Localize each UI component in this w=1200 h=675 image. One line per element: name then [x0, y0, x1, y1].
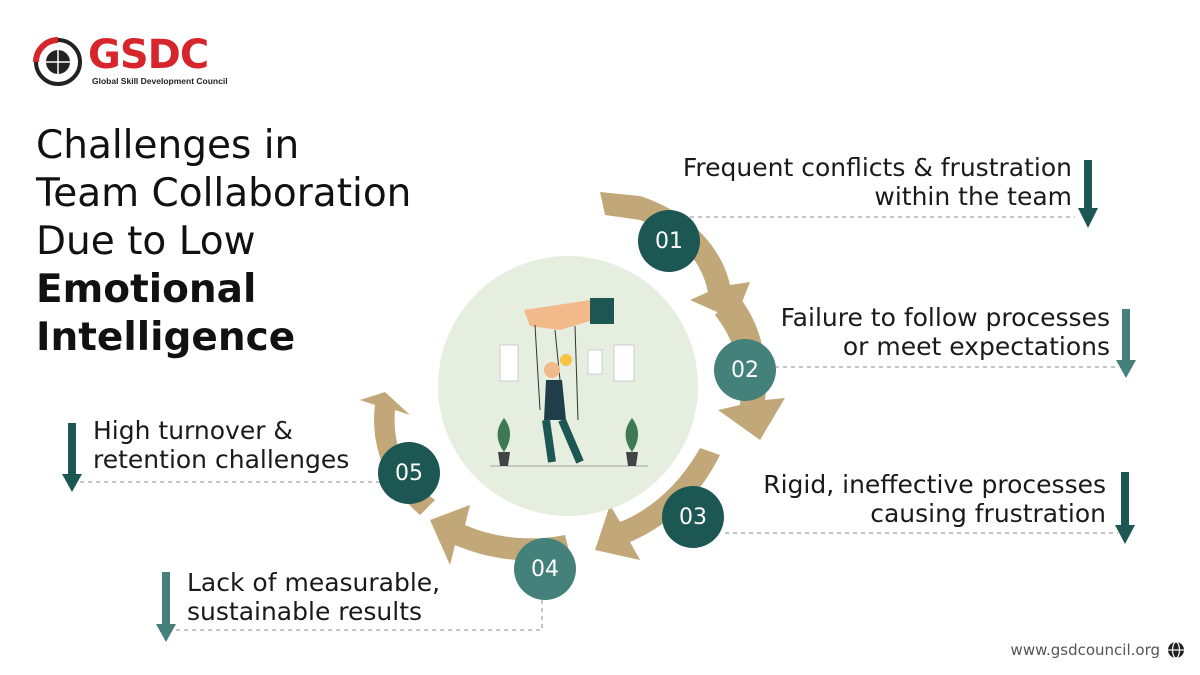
title-line-1: Challenges in — [36, 123, 300, 168]
step-number-04: 04 — [514, 538, 576, 600]
title-bold-1: Emotional — [36, 267, 257, 312]
step-04-line-1: Lack of measurable, — [187, 568, 441, 597]
connector-lines — [72, 216, 1118, 631]
step-label-02: Failure to follow processes or meet expe… — [781, 303, 1110, 361]
step-label-04: Lack of measurable, sustainable results — [187, 568, 440, 626]
step-05-line-1: High turnover & — [93, 416, 293, 445]
step-02-line-1: Failure to follow processes — [780, 303, 1110, 332]
globe-icon — [1168, 641, 1184, 659]
title-line-3: Due to Low — [36, 219, 256, 264]
page-title: Challenges in Team Collaboration Due to … — [36, 122, 411, 362]
center-circle — [438, 256, 698, 516]
title-line-2: Team Collaboration — [36, 171, 412, 216]
puppet-hand-illustration — [490, 298, 648, 467]
step-number-02: 02 — [714, 339, 776, 401]
step-label-01: Frequent conflicts & frustration within … — [683, 153, 1072, 211]
step-number-05: 05 — [378, 442, 440, 504]
logo-text: GSDC — [88, 32, 209, 78]
step-label-03: Rigid, ineffective processes causing fru… — [763, 470, 1106, 528]
step-05-line-2: retention challenges — [93, 445, 350, 474]
step-01-line-2: within the team — [874, 182, 1072, 211]
step-03-line-2: causing frustration — [870, 499, 1106, 528]
title-bold-2: Intelligence — [36, 315, 296, 360]
step-01-line-1: Frequent conflicts & frustration — [682, 153, 1072, 182]
website-link[interactable]: www.gsdcouncil.org — [1010, 641, 1160, 659]
brand-logo[interactable]: GSDC Global Skill Development Council — [30, 32, 230, 90]
globe-logo-icon — [33, 37, 82, 86]
step-number-03: 03 — [662, 486, 724, 548]
down-arrow-icon — [62, 160, 1136, 642]
step-number-01: 01 — [638, 210, 700, 272]
step-03-line-1: Rigid, ineffective processes — [763, 470, 1106, 499]
logo-subtitle: Global Skill Development Council — [92, 76, 228, 86]
step-02-line-2: or meet expectations — [842, 332, 1110, 361]
step-04-line-2: sustainable results — [187, 597, 423, 626]
step-label-05: High turnover & retention challenges — [93, 416, 349, 474]
